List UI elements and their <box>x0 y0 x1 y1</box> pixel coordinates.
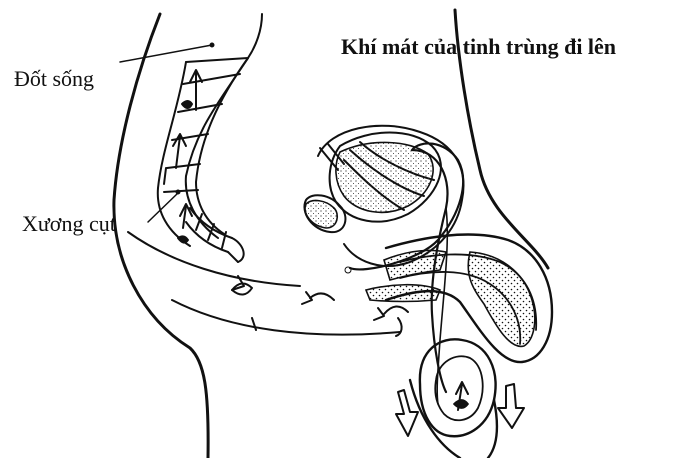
vertebrae-pointer-dot <box>210 43 214 47</box>
pelvic-tick <box>252 318 256 330</box>
back-contour <box>114 14 208 458</box>
diagram-title: Khí mát của tinh trùng đi lên <box>341 36 616 58</box>
scrotum <box>420 339 496 436</box>
stippled-regions <box>305 142 535 346</box>
pelvic-line-lower <box>172 300 400 335</box>
pelvic-line-upper <box>128 232 300 286</box>
pelvic-node <box>345 267 351 273</box>
label-vertebrae: Đốt sống <box>14 68 94 90</box>
spine-column <box>158 58 248 246</box>
testis-arrow-swirl <box>454 400 468 408</box>
vertebrae-pointer-line <box>120 45 212 62</box>
label-coccyx: Xương cụt <box>22 213 116 235</box>
